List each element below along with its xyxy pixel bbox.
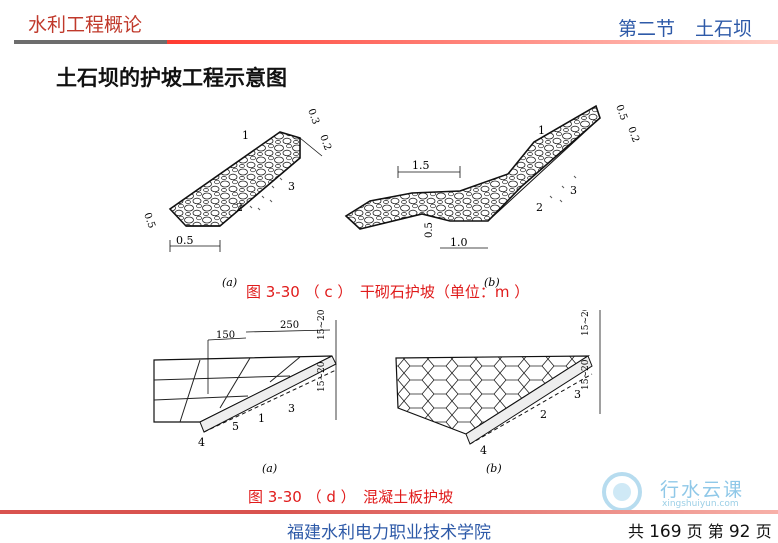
footer-divider: [0, 510, 778, 514]
figure-d-label-b: (b): [486, 462, 502, 475]
callout-3: 3: [288, 180, 295, 193]
section-heading: 第二节土石坝: [598, 14, 752, 41]
total-pages: 169: [649, 522, 682, 542]
callout-d-3: 3: [288, 402, 295, 415]
figure-d-panel-a: 150 250 15~20 15~20 1 3 4 5 (a): [153, 310, 337, 475]
callout-2: 2: [236, 201, 243, 214]
course-title: 水利工程概论: [28, 14, 143, 36]
figure-c-panel-b: 1.5 0.5 1.0 0.5 0.2 1 2 3 (b): [344, 103, 641, 289]
dim-b-0-5: 0.5: [424, 222, 435, 238]
callout-b-1: 1: [538, 124, 545, 137]
figure-d-caption: 图 3-30 （ d ） 混凝土板护坡: [248, 488, 454, 506]
callout-d-4: 4: [198, 436, 205, 449]
callout-1: 1: [242, 129, 249, 142]
dim-15-20-top: 15~20: [317, 310, 327, 340]
footer-school: 福建水利电力职业技术学院: [287, 523, 491, 543]
callout-d-5: 5: [232, 420, 239, 433]
figure-d-drawing: 150 250 15~20 15~20 1 3 4 5 (a) 15~20 15…: [153, 310, 601, 475]
callout-db-4: 4: [480, 444, 487, 457]
page-mid: 页 第: [686, 522, 724, 541]
callout-b-2: 2: [536, 201, 543, 214]
dim-1-5: 1.5: [412, 159, 430, 172]
dim-15-20-bottom: 15~20: [317, 361, 327, 392]
dim-left-0-5: 0.5: [141, 211, 157, 230]
section-topic: 土石坝: [694, 18, 752, 40]
callout-db-3: 3: [574, 388, 581, 401]
page-suffix: 页: [755, 522, 772, 541]
watermark-url: xingshuiyun.com: [662, 499, 739, 509]
header-divider: [14, 40, 778, 44]
current-page: 92: [728, 522, 751, 542]
dim-b-15-20-top: 15~20: [581, 310, 591, 336]
dim-b-top-0-2: 0.2: [625, 125, 641, 144]
section-number: 第二节: [617, 18, 675, 40]
figure-d-label-a: (a): [262, 462, 277, 475]
callout-d-1: 1: [258, 412, 265, 425]
dim-bottom-0-5: 0.5: [176, 234, 194, 247]
slide-title: 土石坝的护坡工程示意图: [56, 66, 287, 90]
dim-b-top-0-5: 0.5: [613, 103, 629, 122]
callout-b-3: 3: [570, 184, 577, 197]
callout-db-2: 2: [540, 408, 547, 421]
page-prefix: 共: [628, 522, 645, 541]
watermark-text: 行水云课: [660, 479, 745, 501]
dim-0-3: 0.3: [305, 107, 321, 126]
dim-150: 150: [216, 330, 235, 341]
dim-1-0: 1.0: [450, 236, 468, 249]
dim-b-15-20-bottom: 15~20: [581, 359, 591, 390]
dim-0-2: 0.2: [317, 133, 333, 152]
figure-c-panel-a: 1 2 3 0.3 0.2 0.5 0.5 (a): [141, 107, 333, 289]
figure-c-label-a: (a): [222, 276, 237, 289]
figure-d-panel-b: 15~20 15~20 2 3 4 (b): [395, 310, 601, 475]
figure-c-label-b: (b): [484, 276, 500, 289]
dim-250: 250: [280, 320, 299, 331]
page-counter: 共 169 页 第 92 页: [628, 518, 772, 542]
figure-c-drawing: 1 2 3 0.3 0.2 0.5 0.5 (a) 1.5 0.5 1.0 0.…: [141, 103, 641, 289]
figure-c-caption: 图 3-30 （ c ） 干砌石护坡（单位：m ）: [246, 283, 530, 301]
